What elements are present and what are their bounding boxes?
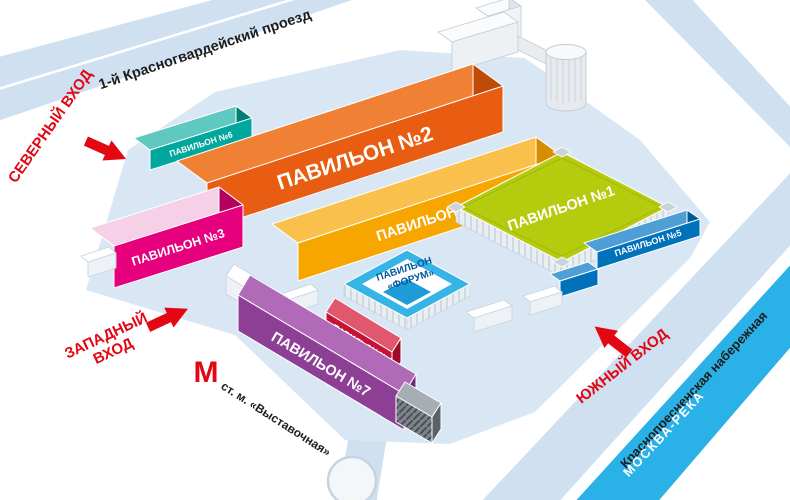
pavilion-1-roof-inner-line	[461, 157, 663, 257]
pavilion-1-corner-s	[552, 256, 572, 268]
service-block-front	[473, 305, 513, 333]
road-top-right	[644, 0, 790, 147]
service-blocks	[80, 246, 563, 333]
service-buildings-north	[437, 0, 587, 112]
gray-block-front	[451, 21, 519, 73]
pavilion-1-corner-w	[446, 201, 466, 213]
road-embankment	[482, 173, 790, 500]
gas-holder-tower-ribs	[550, 55, 582, 103]
pavilion-7-front	[237, 294, 405, 431]
road-krasnogvardeysky-proezd	[0, 0, 353, 121]
pavilion-5-front	[596, 218, 701, 270]
pavilion-1-corner-n	[552, 146, 572, 158]
roundabout	[326, 455, 378, 500]
technical-building	[395, 381, 442, 444]
pavilion-7: ПАВИЛЬОН №7	[237, 274, 417, 431]
river-moskva	[576, 265, 790, 500]
pavilion-3: ПАВИЛЬОН №3	[89, 186, 244, 289]
pavilion-3-front	[113, 204, 244, 289]
gas-holder-tower-top	[545, 44, 587, 60]
metro-logo: М	[194, 356, 219, 389]
service-block-front	[529, 291, 563, 316]
gas-holder-tower-body	[545, 51, 587, 112]
technical-building-front	[395, 395, 433, 444]
pavilion-6: ПАВИЛЬОН №6	[133, 105, 253, 171]
pavilion-1-corner-e	[658, 201, 678, 213]
pavilion-forum: ПАВИЛЬОН «ФОРУМ»	[343, 249, 471, 331]
road-center-line	[0, 0, 295, 90]
north-entrance-arrow	[81, 131, 131, 169]
forum-roof-core	[383, 279, 431, 305]
service-block-front	[87, 252, 117, 278]
